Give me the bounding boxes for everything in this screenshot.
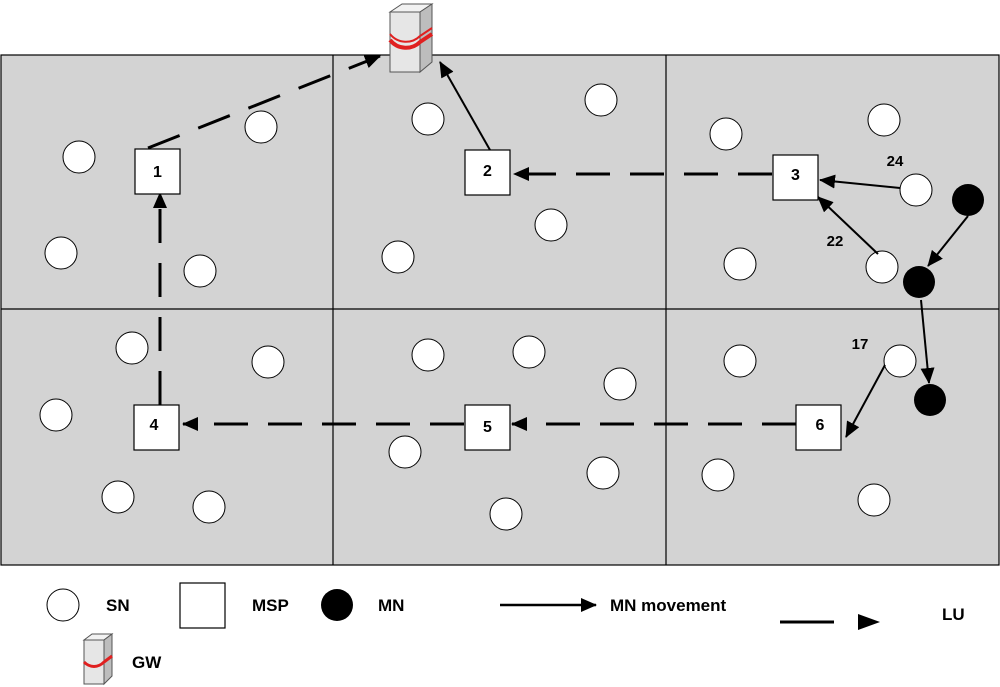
mobile-node bbox=[952, 184, 984, 216]
sensor-node bbox=[701, 458, 735, 492]
mobile-node bbox=[914, 384, 946, 416]
sensor-node bbox=[411, 102, 445, 136]
lu-arrows bbox=[147, 54, 796, 431]
sensor-node bbox=[512, 335, 546, 369]
mn-movement-arrow-2 bbox=[920, 299, 935, 384]
sensor-node bbox=[39, 398, 73, 432]
annotation-24: 24 bbox=[887, 153, 904, 170]
msp-label: 4 bbox=[150, 417, 159, 434]
msp-node-3: 3 bbox=[772, 154, 819, 201]
sensor-node bbox=[489, 497, 523, 531]
msp-node-5: 5 bbox=[464, 404, 511, 451]
msp-node-4: 4 bbox=[133, 404, 180, 451]
sensor-node bbox=[899, 173, 933, 207]
msp-label: 5 bbox=[483, 419, 492, 436]
solid-arrows bbox=[439, 61, 969, 438]
msp-label: 1 bbox=[153, 164, 162, 181]
legend-sn-symbol bbox=[46, 588, 80, 622]
msp-node-6: 6 bbox=[795, 404, 842, 451]
legend-lu-arrowhead bbox=[858, 614, 880, 630]
sensor-node bbox=[709, 117, 743, 151]
lu-arrow-1-to-gw bbox=[147, 54, 381, 150]
annotation-22: 22 bbox=[827, 233, 844, 250]
arrow-sn-to-6 bbox=[845, 364, 886, 438]
sensor-node bbox=[586, 456, 620, 490]
mobile-nodes bbox=[903, 184, 984, 416]
sensor-node bbox=[183, 254, 217, 288]
msp-label: 2 bbox=[483, 163, 492, 180]
field-background bbox=[0, 54, 1000, 566]
sensor-node bbox=[865, 250, 899, 284]
sensor-node bbox=[584, 83, 618, 117]
sensor-node bbox=[723, 344, 757, 378]
msp-label: 3 bbox=[791, 167, 800, 184]
field-grid bbox=[0, 54, 1000, 566]
sensor-node bbox=[62, 140, 96, 174]
legend-gw-label: GW bbox=[132, 653, 162, 672]
legend-mn-label: MN bbox=[378, 596, 404, 615]
sensor-node bbox=[381, 240, 415, 274]
legend-msp-label: MSP bbox=[252, 596, 289, 615]
annotation-17: 17 bbox=[852, 336, 869, 353]
sensor-nodes bbox=[39, 83, 933, 531]
sensor-node bbox=[115, 331, 149, 365]
mn-movement-arrow-1 bbox=[927, 215, 969, 267]
sensor-node bbox=[244, 110, 278, 144]
legend-mn-symbol bbox=[321, 589, 353, 621]
sensor-node bbox=[101, 480, 135, 514]
legend-mn-movement-label: MN movement bbox=[610, 596, 727, 615]
sensor-node bbox=[857, 483, 891, 517]
arrow-sn-to-3-a bbox=[819, 174, 901, 189]
legend-msp-symbol bbox=[179, 582, 226, 629]
sensor-node bbox=[251, 345, 285, 379]
mobile-node bbox=[903, 266, 935, 298]
sensor-node bbox=[883, 344, 917, 378]
msp-node-2: 2 bbox=[464, 149, 511, 196]
msp-label: 6 bbox=[816, 417, 825, 434]
sensor-node bbox=[534, 208, 568, 242]
legend-lu-label: LU bbox=[942, 605, 965, 624]
msp-nodes: 1 2 3 4 5 6 bbox=[133, 148, 842, 451]
sensor-node bbox=[44, 236, 78, 270]
sensor-node bbox=[723, 247, 757, 281]
sensor-node bbox=[411, 338, 445, 372]
sensor-node bbox=[867, 103, 901, 137]
annotations: 24 22 17 bbox=[827, 153, 904, 353]
msp-node-1: 1 bbox=[134, 148, 181, 195]
legend: SN MSP MN MN movement LU GW bbox=[46, 582, 965, 686]
sensor-node bbox=[192, 490, 226, 524]
server-gateway-icon bbox=[388, 3, 434, 74]
sensor-node bbox=[603, 367, 637, 401]
sensor-node bbox=[388, 435, 422, 469]
arrow-sn-to-3-b bbox=[817, 196, 879, 255]
legend-gateway-icon bbox=[82, 633, 114, 686]
arrow-2-to-gw bbox=[439, 61, 491, 151]
legend-sn-label: SN bbox=[106, 596, 130, 615]
